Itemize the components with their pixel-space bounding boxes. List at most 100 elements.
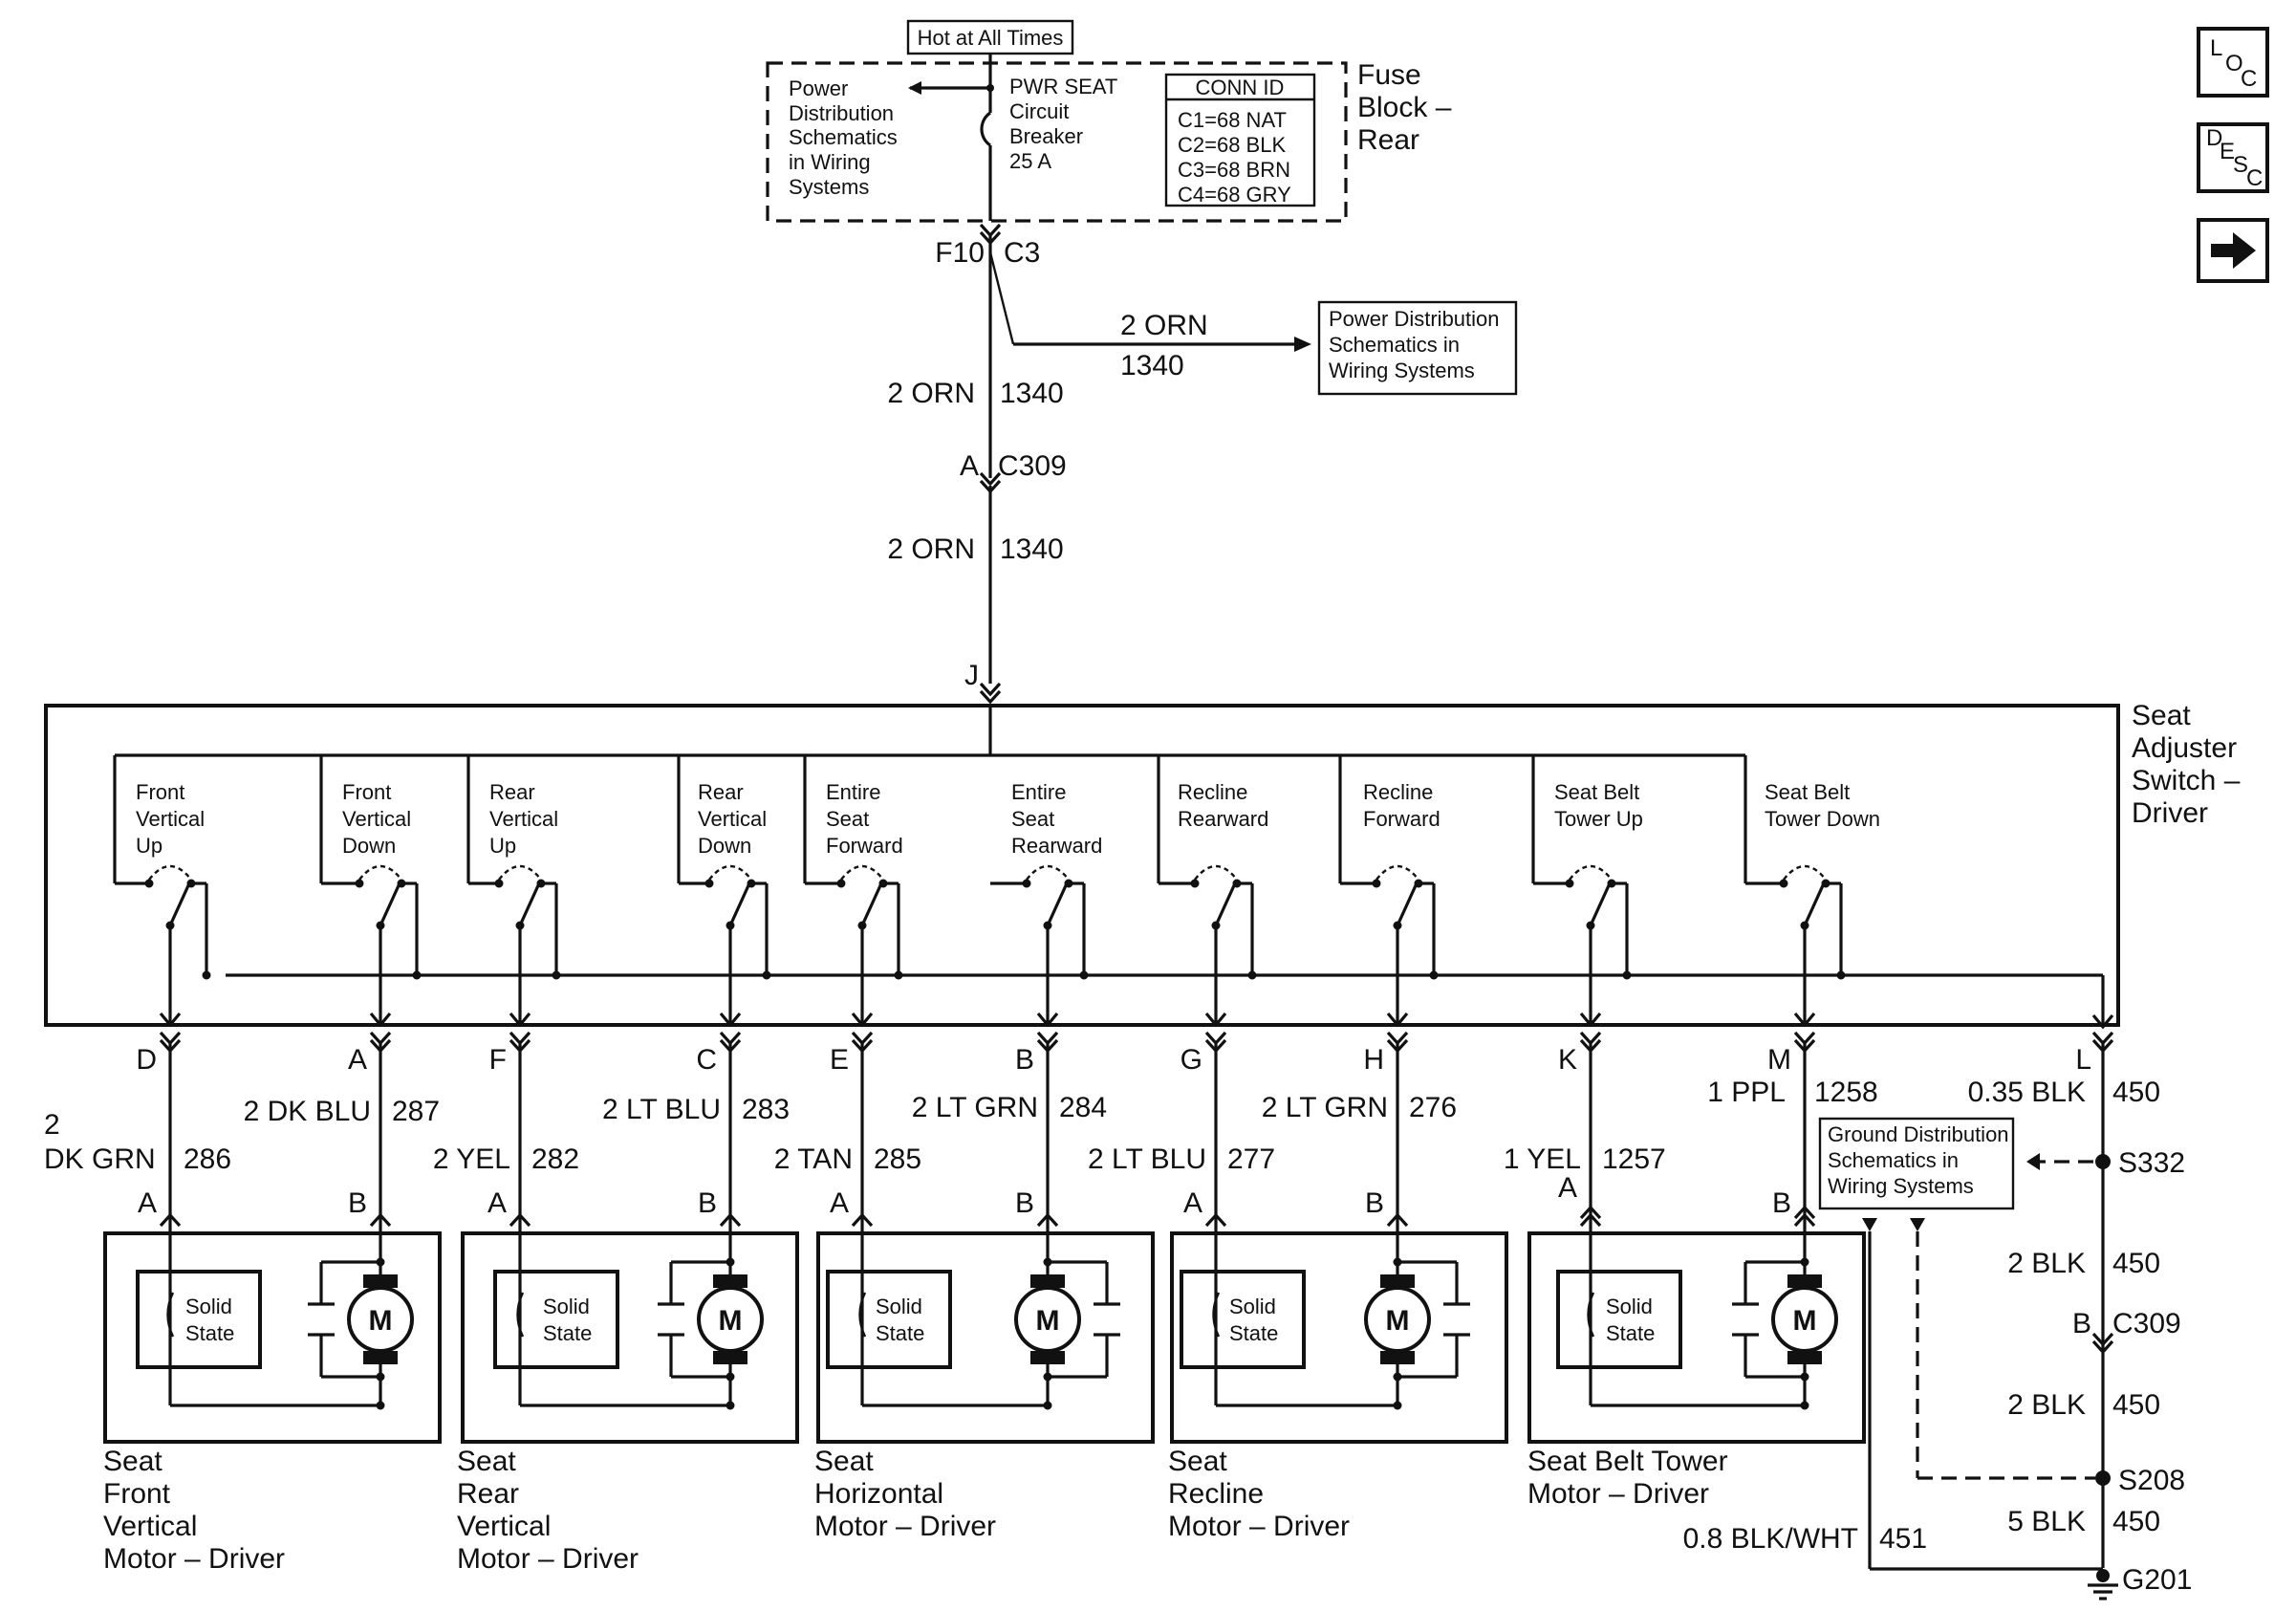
motor-symbol: M (1036, 1305, 1060, 1337)
motor-name-line: Seat (457, 1446, 516, 1477)
motor-pin-label: B (348, 1187, 367, 1219)
motor-icon (347, 1286, 414, 1353)
c309-connector-b (2091, 1332, 2114, 1347)
switch-contact-label: Forward (826, 834, 903, 858)
switch-contact-label: Vertical (698, 807, 767, 831)
ground-wire-color-2: 2 BLK (2007, 1248, 2086, 1279)
motor-symbol: M (1386, 1305, 1410, 1337)
switch-contact-label: Down (342, 834, 396, 858)
ground-path: L 0.35 BLK 450 S332 Ground Distribution … (1683, 1031, 2192, 1600)
switch-output-pin: F (489, 1044, 507, 1076)
svg-text:Schematics in: Schematics in (1329, 333, 1460, 357)
circuit-number: 277 (1227, 1143, 1275, 1175)
switch-output-pin: A (348, 1044, 367, 1076)
switch-contact-label: Seat Belt (1765, 780, 1850, 804)
desc-button[interactable]: D E S C (2197, 122, 2269, 193)
motor-icon (1364, 1286, 1431, 1353)
svg-text:Power Distribution: Power Distribution (1329, 307, 1500, 331)
solid-state-module (1180, 1270, 1306, 1369)
c309-pin-b: B (2072, 1308, 2091, 1339)
motor-name-line: Vertical (103, 1511, 197, 1542)
motor-icon (1771, 1286, 1838, 1353)
fuse-block-rear: Power Distribution Schematics in Wiring … (766, 61, 1348, 223)
branch-tap (988, 251, 1015, 345)
svg-text:Schematics in: Schematics in (1828, 1148, 1959, 1172)
switch-contact-label: Seat (826, 807, 869, 831)
circuit-number: 287 (392, 1096, 440, 1127)
switch-contact-label: Recline (1178, 780, 1247, 804)
switch-output-pin: G (1180, 1044, 1202, 1076)
circuit-wire-color: 2 (44, 1109, 60, 1141)
ground-wire-color-1: 0.35 BLK (1968, 1077, 2086, 1108)
motor-pin-label: B (1015, 1187, 1034, 1219)
solid-state-label: State (1606, 1321, 1655, 1345)
solid-state-label: Solid (876, 1295, 922, 1318)
ground-circuit-4: 450 (2112, 1506, 2160, 1537)
loc-label-sub2: C (2241, 66, 2257, 92)
circuit-number: 276 (1409, 1092, 1457, 1123)
switch-name-line-4: Driver (2132, 797, 2208, 829)
circuit-number: 282 (531, 1143, 579, 1175)
loc-label-sub1: O (2225, 51, 2243, 76)
next-page-button[interactable] (2197, 218, 2269, 283)
loc-button[interactable]: L O C (2197, 27, 2269, 98)
solid-state-label: State (1229, 1321, 1278, 1345)
switch-contact-label: Tower Down (1765, 807, 1880, 831)
switch-contacts: FrontVerticalUpFrontVerticalDownRearVert… (113, 755, 1880, 1028)
motor-pin-label: B (698, 1187, 717, 1219)
motor-name-line: Motor – Driver (103, 1543, 285, 1575)
fuse-connector-c3: C3 (1004, 237, 1040, 269)
switch-contact-label: Tower Up (1554, 807, 1643, 831)
ground-circuit-5: 451 (1879, 1523, 1927, 1555)
circuit-number: 1257 (1602, 1143, 1666, 1175)
switch-output-pin: C (696, 1044, 717, 1076)
motor-name-line: Rear (457, 1478, 519, 1510)
motor-pin-label: A (138, 1187, 157, 1219)
feed-circuit-lower: 1340 (1000, 533, 1064, 565)
motor-name-line: Seat Belt Tower (1527, 1446, 1728, 1477)
branch-arrow (1294, 337, 1311, 352)
feed-wire-color-upper: 2 ORN (887, 378, 975, 409)
solid-state-label: Solid (185, 1295, 232, 1318)
solid-state-label: Solid (1229, 1295, 1276, 1318)
conn-id-row: C3=68 BRN (1178, 158, 1290, 182)
switch-output-pin: D (136, 1044, 157, 1076)
desc-label-sub3: C (2246, 165, 2263, 191)
circuit-number: 1258 (1814, 1077, 1878, 1108)
branch-circuit: 1340 (1120, 350, 1184, 381)
circuit-wire-color: 2 LT BLU (1088, 1143, 1206, 1175)
circuit-number: 283 (742, 1094, 790, 1125)
c309-pin-a: A (960, 450, 979, 482)
motor-symbol: M (1793, 1305, 1817, 1337)
splice-s208-label: S208 (2118, 1465, 2185, 1496)
ground-circuit-1: 450 (2112, 1077, 2160, 1108)
conn-id-title: CONN ID (1196, 76, 1285, 99)
circuit-wire-color: DK GRN (44, 1143, 156, 1175)
c309-b-label: C309 (2112, 1308, 2181, 1339)
switch-name-line-1: Seat (2132, 700, 2191, 731)
circuit-breaker-symbol (980, 111, 992, 147)
motor-name-line: Seat (103, 1446, 162, 1477)
circuit-wire-color: 2 DK BLU (244, 1096, 371, 1127)
motor-symbol: M (369, 1305, 393, 1337)
switch-contact-label: Forward (1363, 807, 1440, 831)
power-dist-ref-line-1: Power (789, 76, 848, 100)
power-dist-ref-line-5: Systems (789, 175, 869, 199)
switch-output-pin: B (1015, 1044, 1034, 1076)
power-dist-ref-line-4: in Wiring (789, 150, 871, 174)
switch-contact-label: Down (698, 834, 751, 858)
seat-adjuster-switch-box (44, 704, 2120, 1027)
circuit-number: 286 (184, 1143, 231, 1175)
svg-text:Wiring Systems: Wiring Systems (1329, 359, 1475, 382)
solid-state-module (136, 1270, 262, 1369)
motor-name-line: Seat (1168, 1446, 1227, 1477)
fuse-pin-f10: F10 (935, 237, 985, 269)
c309-label: C309 (998, 450, 1067, 482)
